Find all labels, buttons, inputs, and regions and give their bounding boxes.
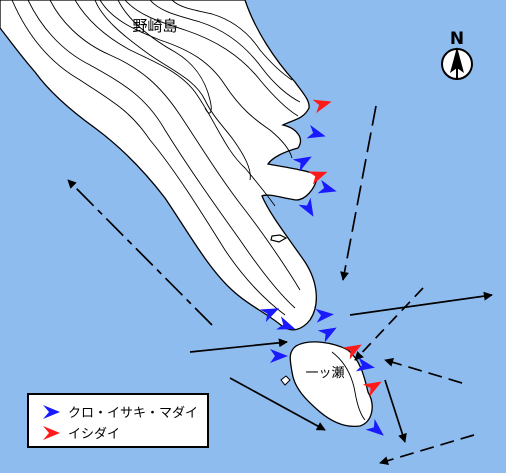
blue-arrow-marker-icon [317, 179, 337, 194]
current-flow-lines [67, 105, 493, 466]
blue-arrow-marker-icon [317, 327, 337, 343]
blue-arrow-marker-icon [43, 405, 60, 419]
blue-arrow-marker-icon [355, 357, 375, 372]
rock-label: 一ッ瀬 [305, 366, 344, 381]
current-line [384, 379, 407, 443]
current-line [67, 179, 213, 326]
blue-arrow-marker-icon [306, 124, 326, 139]
legend-label-blue: クロ・イサキ・マダイ [68, 406, 198, 421]
blue-arrow-marker-icon [259, 308, 280, 323]
current-line [340, 105, 377, 281]
contour-lines [11, 0, 301, 316]
current-line [189, 338, 288, 353]
red-arrow-marker-icon [308, 171, 328, 185]
blue-arrow-marker-icon [365, 418, 384, 436]
red-arrow-marker-icon [43, 426, 60, 440]
fishing-spot-markers [259, 99, 384, 436]
blue-arrow-marker-icon [298, 197, 314, 217]
legend-label-red: イシダイ [68, 427, 120, 442]
blue-arrow-marker-icon [292, 156, 312, 172]
current-line [354, 287, 424, 361]
small-rock [280, 375, 291, 386]
current-line [379, 434, 475, 466]
rock-contour [331, 351, 366, 421]
blue-arrow-marker-icon [270, 349, 288, 363]
hitotsuse-rock [289, 341, 373, 428]
red-arrow-marker-icon [312, 99, 332, 114]
compass-north-icon: N [441, 29, 473, 80]
red-arrow-marker-icon [362, 381, 382, 397]
island-structure [270, 234, 288, 243]
current-line [349, 291, 493, 316]
blue-arrow-marker-icon [315, 308, 334, 323]
legend: クロ・イサキ・マダイ イシダイ [27, 393, 209, 448]
island-label: 野崎島 [132, 17, 177, 35]
current-line [229, 377, 326, 431]
red-arrow-marker-icon [342, 344, 362, 360]
blue-arrow-marker-icon [276, 316, 296, 330]
nozaki-island [0, 0, 319, 331]
current-line [384, 358, 463, 384]
compass-letter: N [450, 29, 464, 49]
